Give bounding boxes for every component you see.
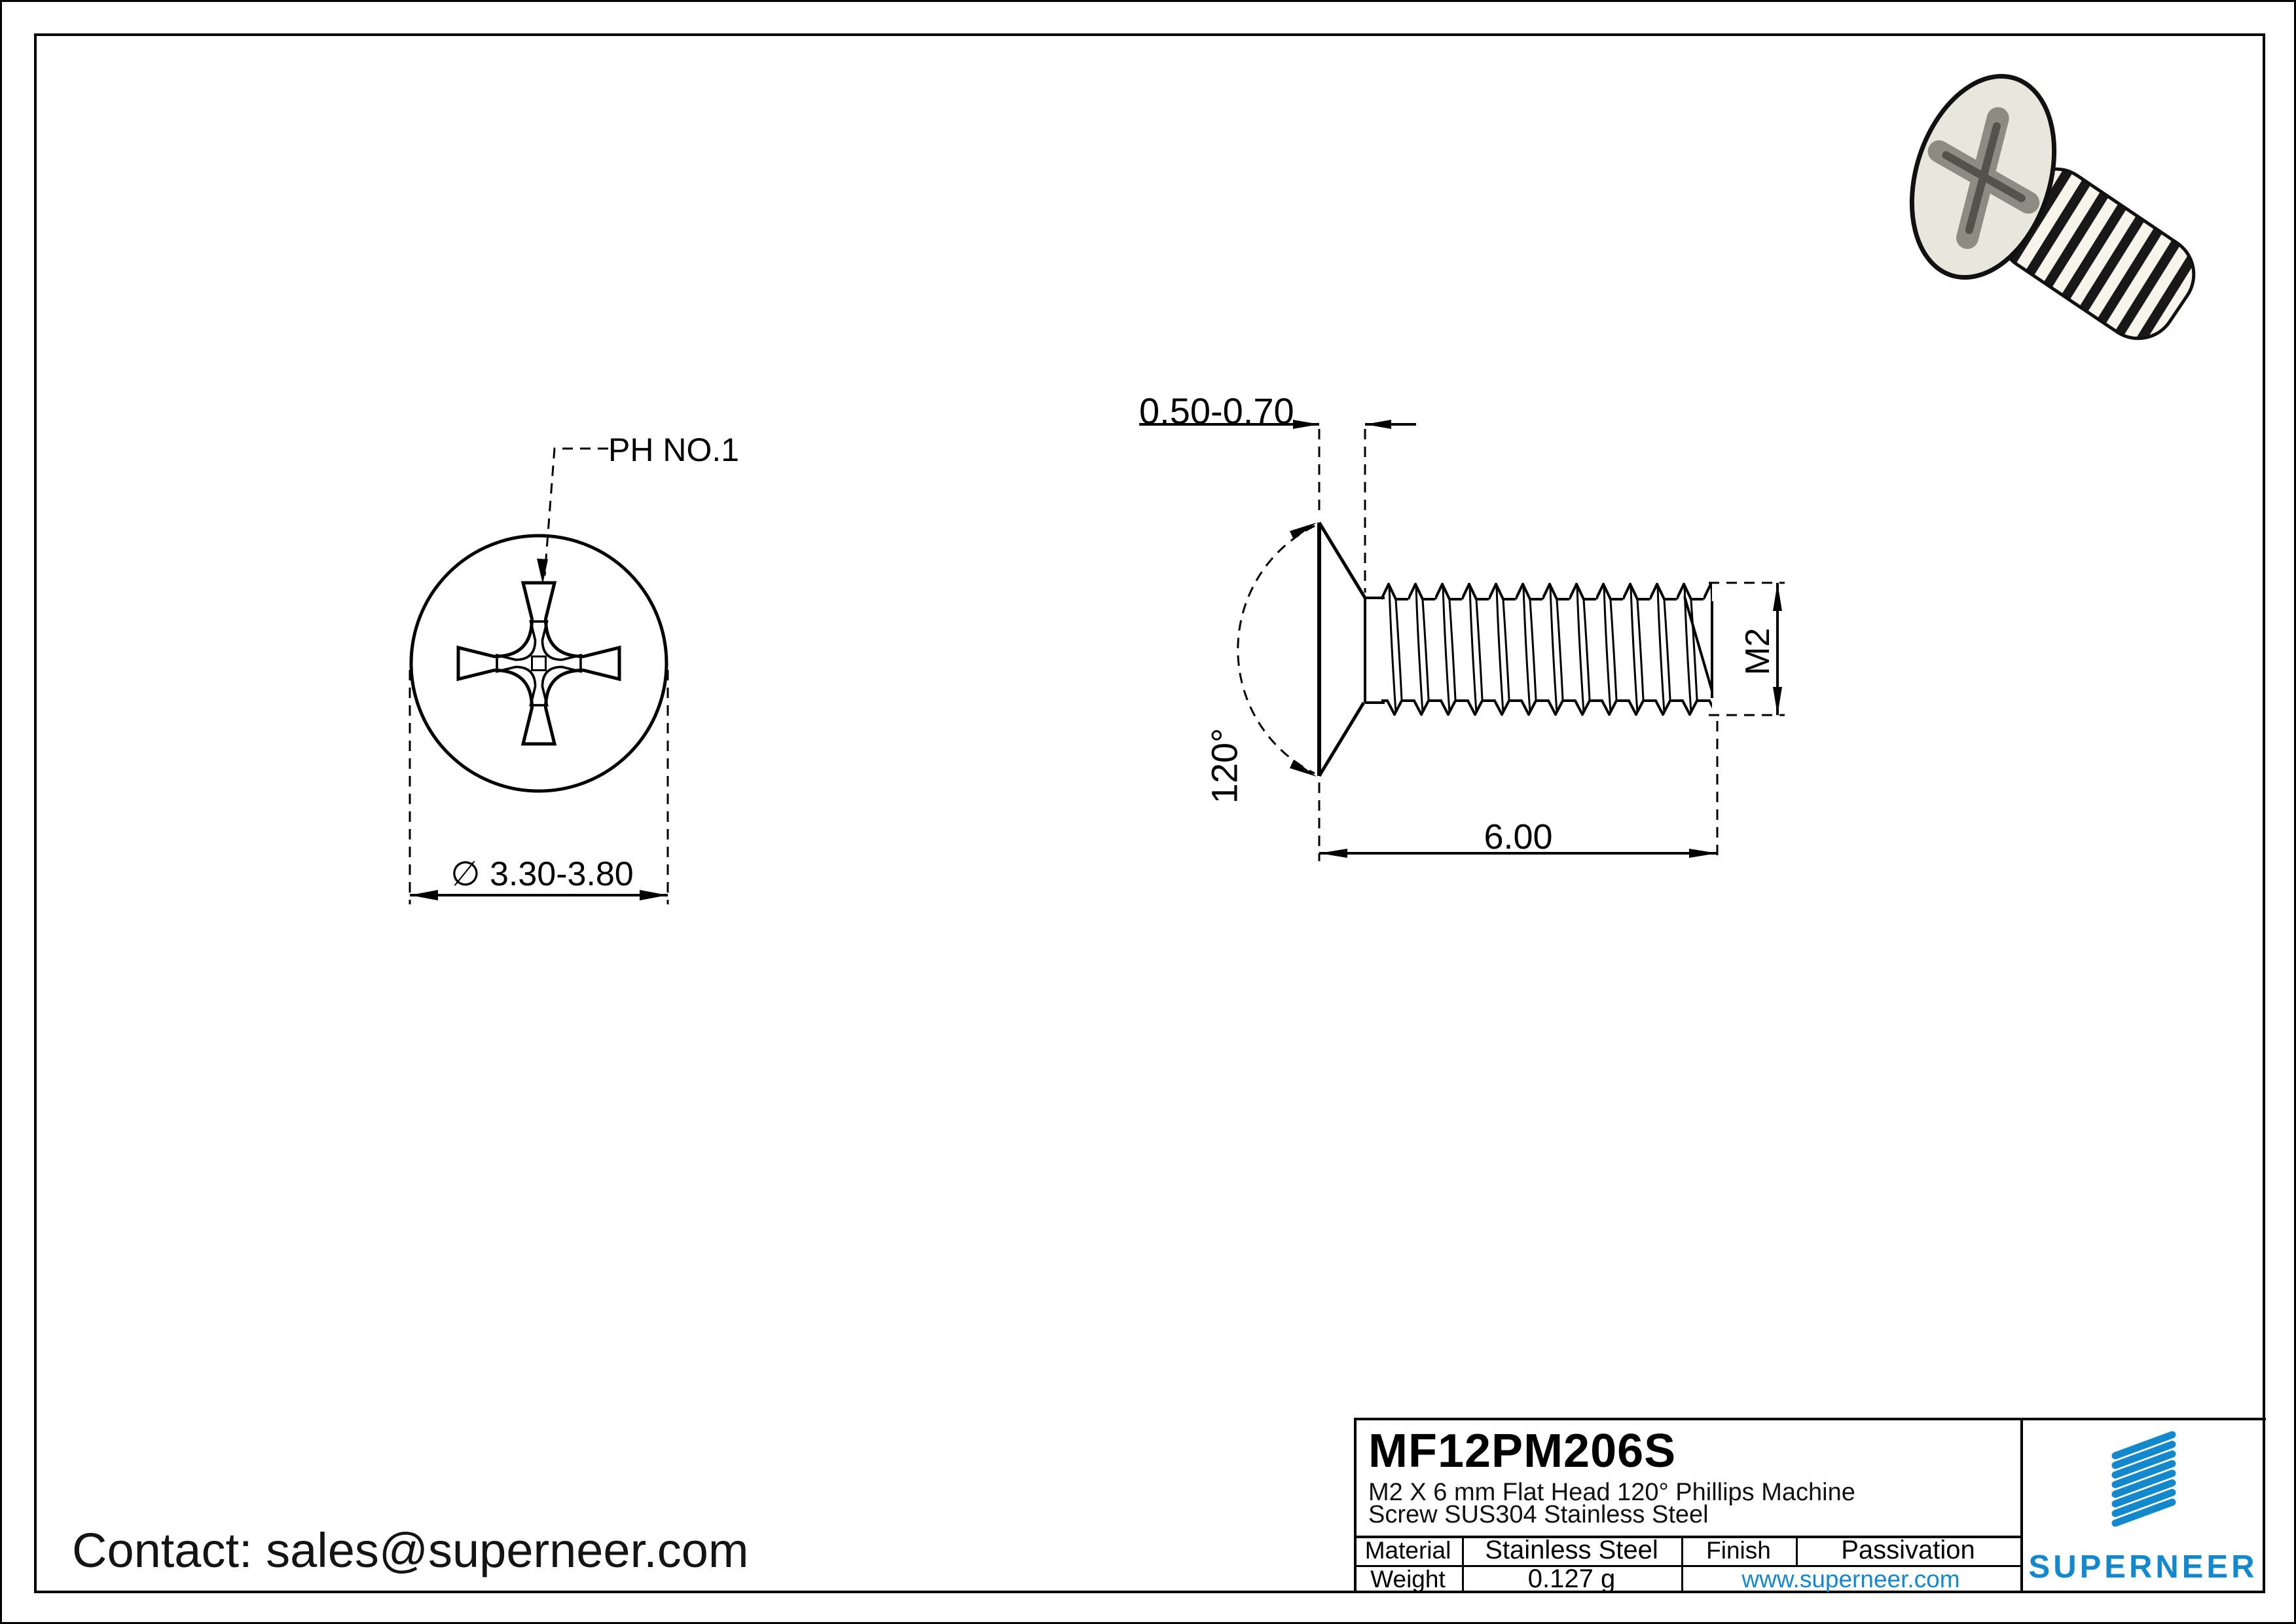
column-divider bbox=[1796, 1536, 1798, 1565]
part-description-line2: Screw SUS304 Stainless Steel bbox=[1368, 1501, 1709, 1528]
phillips-slot-shadow bbox=[1942, 151, 2026, 202]
weight-label-cell: Weight bbox=[1370, 1565, 1446, 1593]
logo-cell-divider bbox=[2020, 1418, 2023, 1593]
title-block-left-border bbox=[1354, 1418, 1357, 1593]
diameter-dimension-label: ∅ 3.30-3.80 bbox=[450, 855, 634, 893]
ph-callout-arrowhead bbox=[537, 559, 548, 584]
column-divider bbox=[1681, 1536, 1683, 1593]
arrowhead bbox=[1319, 849, 1347, 858]
threaded-shaft bbox=[1381, 583, 1712, 716]
ph-callout-label: PH NO.1 bbox=[608, 432, 740, 468]
arrowhead bbox=[1290, 760, 1317, 777]
title-block-top-border bbox=[1354, 1418, 2266, 1420]
table-divider bbox=[1354, 1536, 2023, 1538]
part-number: MF12PM206S bbox=[1368, 1425, 1677, 1477]
weight-value-cell: 0.127 g bbox=[1527, 1564, 1616, 1593]
m2-extension-lines bbox=[1709, 581, 1785, 716]
column-divider bbox=[1462, 1536, 1464, 1593]
phillips-recess-outline bbox=[456, 581, 621, 746]
screw-3d-render bbox=[1909, 73, 2196, 341]
arrowhead bbox=[1293, 420, 1319, 429]
finish-label-cell: Finish bbox=[1706, 1536, 1771, 1564]
arrowhead bbox=[1689, 849, 1717, 858]
arrowhead bbox=[640, 890, 668, 900]
finish-value-cell: Passivation bbox=[1841, 1536, 1975, 1564]
material-value-cell: Stainless Steel bbox=[1485, 1536, 1658, 1564]
side-view bbox=[1139, 420, 1785, 861]
phillips-recess-inner bbox=[496, 620, 582, 707]
head-dimension-label: 0.50-0.70 bbox=[1139, 390, 1294, 432]
ph-callout-leader bbox=[543, 447, 608, 576]
angle-dimension-label: 120° bbox=[1203, 728, 1245, 804]
website-link[interactable]: www.superneer.com bbox=[1741, 1565, 1960, 1593]
material-label-cell: Material bbox=[1364, 1536, 1451, 1564]
arrowhead bbox=[1773, 687, 1782, 715]
front-view bbox=[409, 447, 669, 904]
arrowhead bbox=[1290, 523, 1317, 540]
length-dimension-label: 6.00 bbox=[1484, 817, 1553, 857]
angle-arc bbox=[1237, 525, 1315, 775]
contact-email-text: Contact: sales@superneer.com bbox=[72, 1523, 749, 1578]
arrowhead bbox=[410, 890, 438, 900]
drawing-frame-border bbox=[34, 33, 2265, 1593]
phillips-center-square bbox=[531, 655, 547, 671]
arrowhead bbox=[1365, 420, 1391, 429]
row-divider bbox=[1354, 1565, 2023, 1567]
head-cone-edges bbox=[1317, 521, 1367, 777]
arrowhead bbox=[1773, 583, 1782, 611]
thread-runout-edge bbox=[1683, 596, 1713, 692]
superneer-wordmark: SUPERNEER bbox=[2028, 1549, 2258, 1585]
part-description-line1: M2 X 6 mm Flat Head 120° Phillips Machin… bbox=[1368, 1479, 1855, 1506]
superneer-logo-mark bbox=[2111, 1431, 2176, 1527]
thread-dimension-label: M2 bbox=[1739, 627, 1777, 676]
head-outline-circle bbox=[409, 534, 668, 793]
